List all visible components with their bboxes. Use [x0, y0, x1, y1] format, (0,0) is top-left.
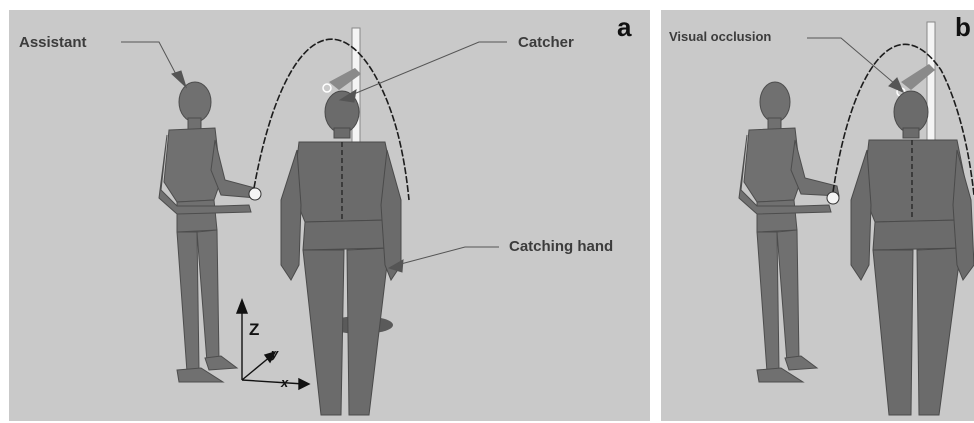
catcher-figure [281, 91, 401, 415]
pointer-lines [807, 38, 903, 92]
panel-label-b: b [955, 12, 971, 43]
label-catching-hand: Catching hand [509, 238, 613, 255]
panel-a: Assistant Catcher Catching hand a Z y x [9, 10, 650, 421]
axis-x-label: x [281, 375, 288, 390]
device-ring [323, 84, 331, 92]
label-assistant: Assistant [19, 34, 87, 51]
scene-b [661, 10, 974, 421]
ball [249, 188, 261, 200]
scene-a [9, 10, 650, 421]
panel-b: Visual occlusion b [661, 10, 974, 421]
coordinate-axes [237, 300, 309, 389]
ball [827, 192, 839, 204]
assistant-figure [739, 82, 839, 382]
label-catcher: Catcher [518, 34, 574, 51]
label-visual-occlusion: Visual occlusion [669, 29, 771, 44]
catcher-figure [851, 91, 974, 415]
axis-z-label: Z [249, 320, 259, 340]
panel-label-a: a [617, 12, 631, 43]
axis-y-label: y [271, 346, 278, 361]
